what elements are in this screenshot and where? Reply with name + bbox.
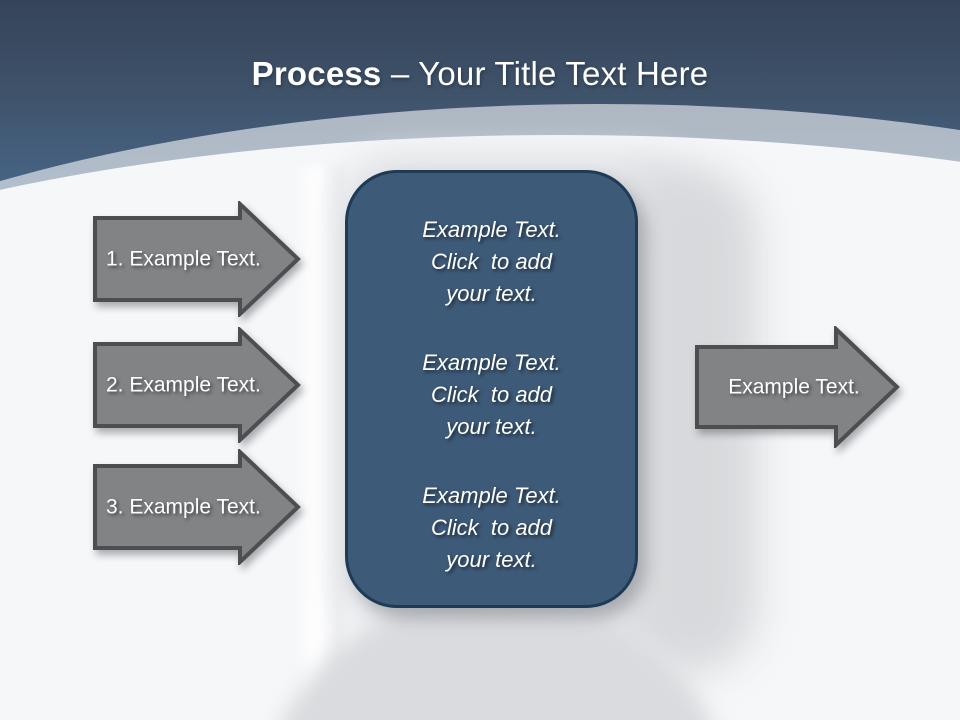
placeholder-text-line: Click to add [430, 515, 553, 540]
placeholder-paragraph: Example Text. Click to add your text. [364, 347, 619, 443]
page-title: Process – Your Title Text Here [0, 55, 960, 93]
placeholder-text-line: Click to add [430, 249, 553, 274]
placeholder-text-line: your text. [446, 281, 537, 306]
placeholder-text-line: Example Text. [422, 217, 561, 242]
result-arrow-shape [695, 326, 900, 448]
step-arrow-2: 2. Example Text. [93, 327, 301, 443]
page-title-regular: – Your Title Text Here [390, 55, 709, 92]
placeholder-text-line: Example Text. [422, 350, 561, 375]
result-arrow-label: Example Text. [728, 376, 860, 399]
step-arrow-1-shape [93, 201, 301, 317]
result-arrow: Example Text. [695, 326, 900, 448]
step-arrow-2-label: 2. Example Text. [106, 374, 261, 397]
step-arrow-1: 1. Example Text. [93, 201, 301, 317]
watermark-shape [294, 166, 344, 720]
page-title-bold: Process [251, 55, 382, 92]
placeholder-paragraph: Example Text. Click to add your text. [364, 214, 619, 310]
step-arrow-3-shape [93, 449, 301, 565]
step-arrow-1-label: 1. Example Text. [106, 248, 261, 271]
placeholder-text-line: your text. [446, 414, 537, 439]
step-arrow-3: 3. Example Text. [93, 449, 301, 565]
placeholder-text-line: Example Text. [422, 483, 561, 508]
placeholder-text-line: your text. [446, 547, 537, 572]
step-arrow-2-shape [93, 327, 301, 443]
process-description-box: Example Text. Click to add your text. Ex… [345, 170, 638, 608]
placeholder-paragraph: Example Text. Click to add your text. [364, 480, 619, 576]
step-arrow-3-label: 3. Example Text. [106, 496, 261, 519]
placeholder-text-line: Click to add [430, 382, 553, 407]
